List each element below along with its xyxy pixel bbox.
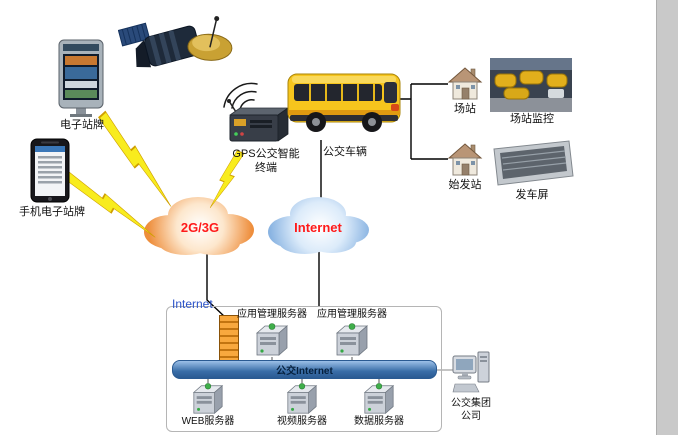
origin-station-house-icon bbox=[447, 140, 483, 178]
phone-icon bbox=[28, 138, 72, 204]
data-server-icon bbox=[360, 382, 398, 416]
departure-screen-label: 发车屏 bbox=[515, 189, 549, 201]
app-server-1-icon bbox=[253, 322, 291, 358]
web-server-label: WEB服务器 bbox=[181, 416, 235, 427]
app-server-2-icon bbox=[333, 322, 371, 358]
video-server-icon bbox=[283, 382, 321, 416]
box-internet-label: Internet bbox=[172, 297, 213, 311]
app-server-2-label: 应用管理服务器 bbox=[317, 309, 387, 320]
backbone-label: 公交Internet bbox=[276, 366, 333, 377]
kiosk-icon bbox=[54, 38, 108, 118]
satellite-icon bbox=[118, 4, 236, 100]
app-server-1-label: 应用管理服务器 bbox=[237, 309, 307, 320]
line-cellular-cloud-to-firewall bbox=[206, 250, 227, 319]
document-page-edge bbox=[656, 0, 678, 435]
origin-station-label: 始发站 bbox=[448, 179, 482, 191]
firewall-icon bbox=[219, 315, 239, 364]
phone-label: 手机电子站牌 bbox=[19, 206, 85, 218]
backbone-stub-lines bbox=[207, 357, 380, 383]
bus-internet-backbone-bar: 公交Internet bbox=[172, 360, 437, 379]
cellular-cloud-label: 2G/3G bbox=[180, 220, 220, 235]
bus-label: 公交车辆 bbox=[323, 146, 367, 158]
station-label: 场站 bbox=[454, 103, 476, 115]
departure-screen-photo bbox=[489, 138, 575, 188]
video-server-label: 视频服务器 bbox=[277, 416, 327, 427]
server-room-box bbox=[166, 306, 442, 432]
line-bus-to-stations bbox=[399, 83, 448, 160]
data-server-label: 数据服务器 bbox=[354, 416, 404, 427]
station-monitor-photo bbox=[490, 58, 572, 112]
internet-cloud-label: Internet bbox=[294, 220, 342, 235]
bus-icon bbox=[284, 58, 404, 140]
station-house-icon bbox=[447, 64, 483, 102]
gps-terminal-icon bbox=[220, 98, 292, 148]
kiosk-label: 电子站牌 bbox=[60, 119, 104, 131]
company-computer-icon bbox=[450, 348, 492, 396]
station-monitor-label: 场站监控 bbox=[510, 113, 554, 125]
web-server-icon bbox=[189, 382, 227, 416]
internet-cloud bbox=[268, 197, 369, 254]
company-label: 公交集团 公司 bbox=[451, 398, 491, 422]
cellular-cloud bbox=[144, 197, 254, 255]
gps-terminal-label: GPS公交智能 终端 bbox=[232, 148, 300, 174]
